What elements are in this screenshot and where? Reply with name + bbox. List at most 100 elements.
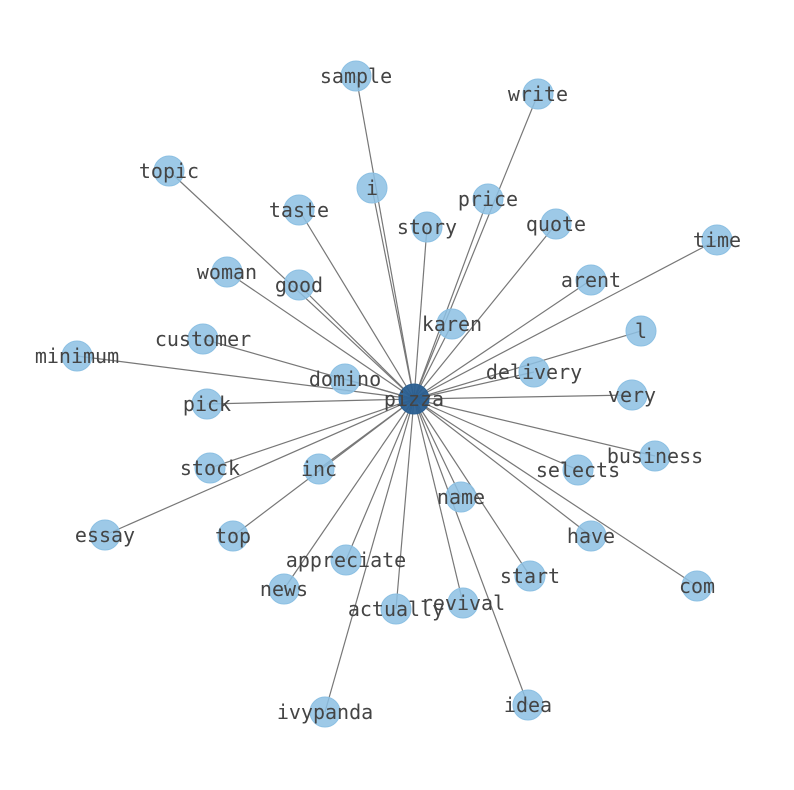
node-circle-good xyxy=(283,269,315,301)
node-label-top: top xyxy=(215,524,251,548)
node-label-i: i xyxy=(366,176,378,200)
edge-pizza-sample xyxy=(355,75,415,400)
node-label-delivery: delivery xyxy=(486,360,582,384)
node-ivypanda: ivypanda xyxy=(277,696,373,728)
node-label-actually: actually xyxy=(348,597,444,621)
node-label-pick: pick xyxy=(183,392,231,416)
node-com: com xyxy=(679,570,715,602)
node-label-minimum: minimum xyxy=(35,344,119,368)
edge-pizza-pick xyxy=(206,398,415,405)
node-label-revival: revival xyxy=(421,591,505,615)
node-circle-taste xyxy=(283,194,315,226)
node-karen: karen xyxy=(422,308,482,340)
node-circle-start xyxy=(514,560,546,592)
node-circle-arent xyxy=(575,264,607,296)
node-circle-news xyxy=(268,573,300,605)
node-sample: sample xyxy=(320,60,392,92)
edge-pizza-appreciate xyxy=(345,398,415,561)
node-label-taste: taste xyxy=(269,198,329,222)
node-label-have: have xyxy=(567,524,615,548)
edge-pizza-business xyxy=(413,398,656,457)
node-inc: inc xyxy=(301,453,337,485)
node-label-very: very xyxy=(608,383,656,407)
edge-pizza-woman xyxy=(226,271,415,400)
node-circle-inc xyxy=(303,453,335,485)
node-circle-story xyxy=(411,211,443,243)
node-label-price: price xyxy=(458,187,518,211)
node-actually: actually xyxy=(348,593,444,625)
node-time: time xyxy=(693,224,741,256)
node-label-customer: customer xyxy=(155,327,251,351)
node-label-sample: sample xyxy=(320,64,392,88)
node-pizza: pizza xyxy=(384,383,444,415)
node-label-com: com xyxy=(679,574,715,598)
node-circle-i xyxy=(356,172,388,204)
node-label-domino: domino xyxy=(309,367,381,391)
node-label-woman: woman xyxy=(197,260,257,284)
node-circle-price xyxy=(472,183,504,215)
node-domino: domino xyxy=(309,363,381,395)
node-label-quote: quote xyxy=(526,212,586,236)
edge-pizza-news xyxy=(283,398,415,590)
node-circle-time xyxy=(701,224,733,256)
node-top: top xyxy=(215,520,251,552)
edge-pizza-write xyxy=(413,93,539,400)
node-news: news xyxy=(260,573,308,605)
node-label-l: l xyxy=(635,319,647,343)
node-price: price xyxy=(458,183,518,215)
node-essay: essay xyxy=(75,519,135,551)
node-i: i xyxy=(356,172,388,204)
node-quote: quote xyxy=(526,208,586,240)
node-circle-idea xyxy=(512,689,544,721)
node-have: have xyxy=(567,520,615,552)
node-appreciate: appreciate xyxy=(286,544,406,576)
node-circle-business xyxy=(639,440,671,472)
node-delivery: delivery xyxy=(486,356,582,388)
node-circle-customer xyxy=(187,323,219,355)
node-very: very xyxy=(608,379,656,411)
node-label-time: time xyxy=(693,228,741,252)
edge-pizza-have xyxy=(413,398,592,537)
node-circle-delivery xyxy=(518,356,550,388)
node-circle-quote xyxy=(540,208,572,240)
node-label-idea: idea xyxy=(504,693,552,717)
node-pick: pick xyxy=(183,388,231,420)
node-circle-karen xyxy=(436,308,468,340)
node-circle-topic xyxy=(153,155,185,187)
node-circle-write xyxy=(522,78,554,110)
node-circle-revival xyxy=(447,587,479,619)
node-story: story xyxy=(397,211,457,243)
edge-pizza-ivypanda xyxy=(324,398,415,713)
node-label-start: start xyxy=(500,564,560,588)
node-label-stock: stock xyxy=(180,456,240,480)
edge-pizza-arent xyxy=(413,279,592,400)
node-label-pizza: pizza xyxy=(384,387,444,411)
node-good: good xyxy=(275,269,323,301)
node-circle-sample xyxy=(340,60,372,92)
node-circle-woman xyxy=(211,256,243,288)
node-circle-actually xyxy=(380,593,412,625)
edge-pizza-stock xyxy=(209,398,415,469)
node-start: start xyxy=(500,560,560,592)
node-circle-selects xyxy=(562,454,594,486)
node-topic: topic xyxy=(139,155,199,187)
edge-pizza-quote xyxy=(413,223,557,400)
node-circle-essay xyxy=(89,519,121,551)
edge-pizza-story xyxy=(413,226,428,400)
node-label-inc: inc xyxy=(301,457,337,481)
node-label-name: name xyxy=(437,485,485,509)
node-stock: stock xyxy=(180,452,240,484)
edge-pizza-minimum xyxy=(76,355,415,400)
node-idea: idea xyxy=(504,689,552,721)
node-circle-pizza xyxy=(398,383,430,415)
edge-pizza-idea xyxy=(413,398,529,706)
node-label-essay: essay xyxy=(75,523,135,547)
edge-pizza-price xyxy=(413,198,489,400)
node-taste: taste xyxy=(269,194,329,226)
node-circle-appreciate xyxy=(330,544,362,576)
node-circle-name xyxy=(445,481,477,513)
edge-pizza-com xyxy=(413,398,698,587)
node-l: l xyxy=(625,315,657,347)
